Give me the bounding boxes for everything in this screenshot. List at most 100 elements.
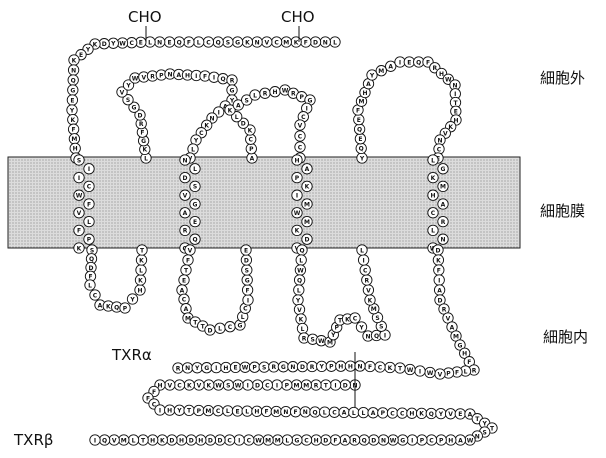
residue-letter: K <box>431 175 436 182</box>
residue-letter: K <box>77 245 82 252</box>
extracellular-label: 細胞外 <box>540 69 585 87</box>
residue-letter: I <box>438 277 440 284</box>
residue-letter: D <box>255 382 260 389</box>
residue-letter: W <box>297 267 304 274</box>
residue-letter: H <box>338 364 343 371</box>
residue-letter: Y <box>193 137 199 144</box>
residue-letter: V <box>141 74 146 81</box>
residue-letter: L <box>431 228 435 235</box>
residue-letter: E <box>358 136 362 143</box>
residue-letter: K <box>70 117 75 124</box>
residue-letter: K <box>294 39 299 46</box>
residue-letter: W <box>255 437 262 444</box>
residue-letter: I <box>195 73 197 80</box>
residue-letter: G <box>458 342 463 349</box>
membrane-label: 細胞膜 <box>540 202 585 220</box>
residue-letter: D <box>208 327 213 334</box>
residue-letter: Q <box>362 437 367 444</box>
residue-letter: F <box>437 267 441 274</box>
residue-letter: E <box>139 40 143 47</box>
residue-letter: Y <box>69 107 75 114</box>
residue-letter: E <box>233 365 237 372</box>
residue-letter: E <box>407 59 411 66</box>
residue-letter: Q <box>177 39 182 46</box>
residue-letter: C <box>182 297 187 304</box>
loop-e1: LKGFRDGSVYWVRPNAHIFIQRGYAINKCYLV <box>117 69 237 163</box>
residue-letter: I <box>411 437 413 444</box>
residue-letter: Y <box>194 365 200 372</box>
residue-letter: A <box>176 72 181 79</box>
residue-letter: H <box>462 351 467 358</box>
residue-letter: H <box>198 437 203 444</box>
residue-letter: Y <box>110 41 116 48</box>
residue-letter: C <box>400 410 405 417</box>
residue-letter: I <box>78 175 80 182</box>
residue-letter: Y <box>125 82 131 89</box>
residue-letter: L <box>193 166 197 173</box>
residue-letter: F <box>294 409 298 416</box>
loop-e2: APCKDLKASLRHWRPGICVCCE <box>225 85 315 163</box>
residue-letter: C <box>227 437 232 444</box>
loop-i2: VFTEACAMTTDLCGLCIFGSDE <box>177 245 253 335</box>
residue-letter: I <box>296 193 298 200</box>
residue-letter: C <box>129 40 134 47</box>
residue-letter: Q <box>359 146 364 153</box>
residue-letter: D <box>208 437 213 444</box>
residue-letter: F <box>203 73 207 80</box>
residue-letter: F <box>333 437 337 444</box>
residue-letter: Q <box>114 304 119 311</box>
residue-letter: L <box>253 92 257 99</box>
residue-letter: C <box>87 184 92 191</box>
residue-letter: H <box>179 437 184 444</box>
residue-letter: N <box>323 39 328 46</box>
residue-letter: F <box>72 127 76 134</box>
residue-letter: G <box>230 87 235 94</box>
residue-letter: P <box>123 305 128 312</box>
residue-letter: A <box>184 306 189 313</box>
residue-letter: V <box>298 122 303 129</box>
residue-letter: I <box>213 75 215 82</box>
residue-letter: A <box>366 81 371 88</box>
residue-letter: L <box>87 219 91 226</box>
residue-letter: K <box>72 57 77 64</box>
residue-letter: P <box>329 364 334 371</box>
residue-letter: L <box>333 39 337 46</box>
residue-letter: M <box>121 437 127 444</box>
residue-letter: K <box>368 297 373 304</box>
residue-letter: H <box>167 407 172 414</box>
residue-letter: D <box>102 41 107 48</box>
residue-letter: A <box>458 437 463 444</box>
residue-letter: F <box>187 39 191 46</box>
residue-letter: K <box>228 107 233 114</box>
residue-letter: M <box>303 382 309 389</box>
residue-letter: W <box>407 367 414 374</box>
residue-letter: G <box>235 39 240 46</box>
residue-letter: W <box>242 365 249 372</box>
residue-letter: R <box>314 382 319 389</box>
residue-letter: C <box>206 39 211 46</box>
residue-letter: M <box>378 68 384 75</box>
residue-letter: H <box>185 72 190 79</box>
residue-letter: R <box>230 77 235 84</box>
residue-letter: I <box>238 437 240 444</box>
residue-letter: M <box>304 219 310 226</box>
residue-letter: W <box>132 75 139 82</box>
residue-letter: V <box>366 287 371 294</box>
residue-letter: A <box>441 201 446 208</box>
residue-letter: Q <box>71 77 76 84</box>
residue-letter: S <box>262 364 266 371</box>
residue-letter: D <box>241 121 246 128</box>
residue-letter: Y <box>369 72 375 79</box>
residue-letter: L <box>297 287 301 294</box>
residue-letter: F <box>77 228 81 235</box>
residue-letter: A <box>98 302 103 309</box>
residue-letter: E <box>79 52 83 59</box>
residue-letter: V <box>197 382 202 389</box>
residue-letter: I <box>247 382 249 389</box>
residue-letter: F <box>368 364 372 371</box>
residue-letter: M <box>371 306 377 313</box>
residue-letter: G <box>193 201 198 208</box>
residue-letter: H <box>430 193 435 200</box>
residue-letter: S <box>245 97 249 104</box>
